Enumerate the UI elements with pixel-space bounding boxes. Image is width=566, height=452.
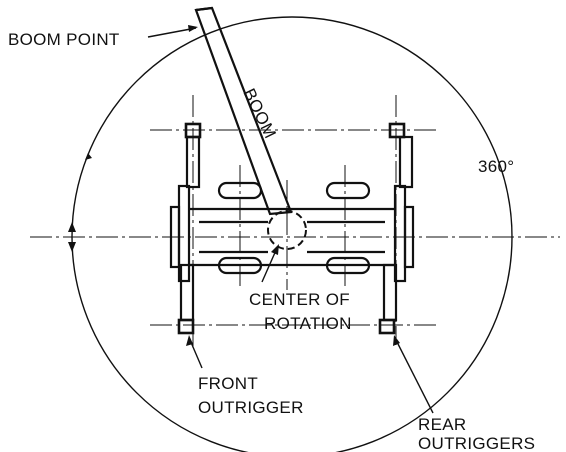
rotation-arrow-up-icon [68, 222, 76, 232]
outrigger-pads [177, 122, 406, 335]
front-outrigger-pad-bottom [177, 318, 195, 335]
front-outrigger-label-line1: FRONT [198, 374, 258, 393]
rear-outrigger-pad-top [388, 122, 406, 139]
boom-point-label: BOOM POINT [8, 30, 120, 49]
front-bumper [177, 184, 191, 283]
carrier-frame [169, 184, 415, 283]
rear-outrigger-pad-bottom [378, 318, 396, 335]
boom-label: BOOM [239, 85, 279, 141]
rotation-arrow-tick-icon [85, 153, 92, 160]
leaders [147, 25, 434, 414]
front-outrigger-pad-top [184, 122, 202, 139]
rear-outriggers-label-line2: OUTRIGGERS [418, 434, 535, 452]
angle-label: 360° [478, 157, 514, 176]
front-outrigger-label-line2: OUTRIGGER [198, 398, 304, 417]
rotation-arrows [68, 153, 92, 252]
rotation-arrow-down-icon [68, 242, 76, 252]
boom [194, 6, 293, 216]
center-of-rotation-circle [267, 210, 307, 250]
rear-end-plate [403, 205, 415, 269]
centerlines [30, 95, 560, 350]
center-of-rotation-label-line2: ROTATION [264, 314, 352, 333]
wheels [217, 181, 371, 275]
center-of-rotation-label-line1: CENTER OF [249, 290, 350, 309]
rear-outriggers-label-line1: REAR [418, 415, 466, 434]
swing-circle [71, 16, 513, 452]
